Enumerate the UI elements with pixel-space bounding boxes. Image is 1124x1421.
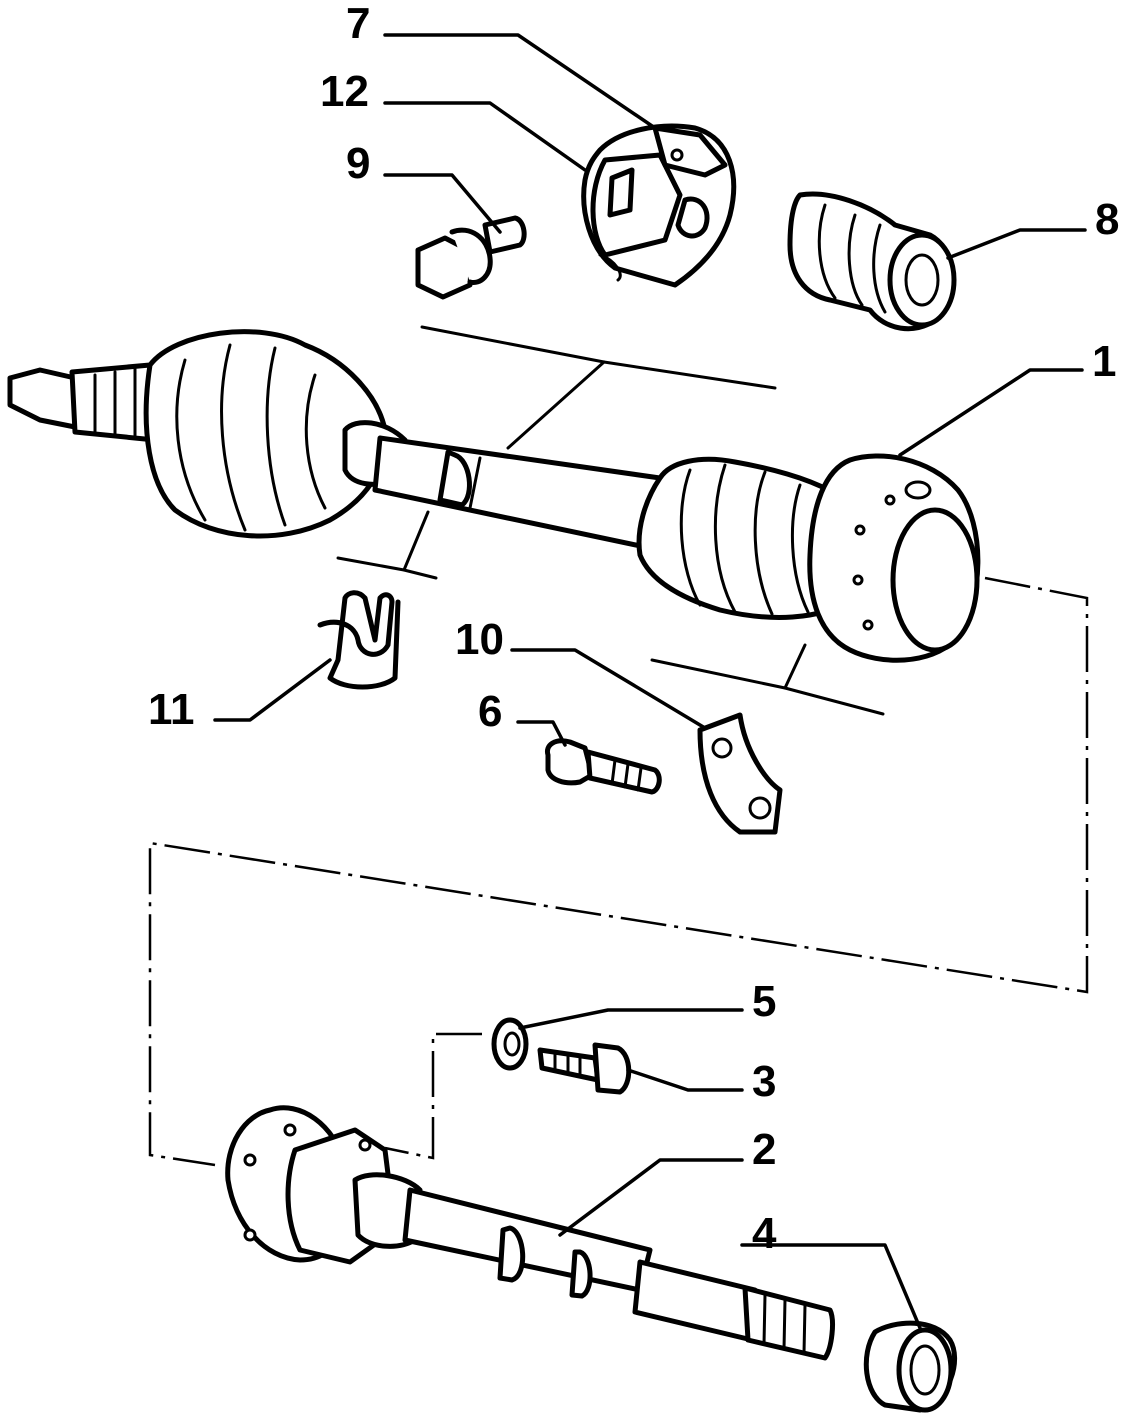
leader-5 [518,1008,744,1030]
part-7-12-joint-cage [581,123,737,288]
leader-2 [558,1158,744,1237]
callout-9: 9 [346,139,371,188]
leader-1 [898,368,1084,457]
leader-8 [946,228,1087,260]
section-break-marks [336,325,885,716]
callout-11: 11 [148,685,195,734]
assembly-guide-lines [148,576,1089,1167]
part-10-plate [697,712,783,835]
callout-12: 12 [320,67,369,116]
callout-6: 6 [478,687,503,736]
leader-lines [213,33,1087,1330]
leader-12 [383,101,587,172]
part-6-bolt [544,738,662,795]
leader-7 [383,33,657,130]
callout-5: 5 [752,977,777,1026]
leader-10 [510,648,707,730]
leader-9 [383,173,502,234]
part-5-washer [491,1017,529,1071]
leader-4 [740,1243,922,1330]
part-2-intermediate-shaft [225,1105,835,1361]
callout-8: 8 [1095,195,1120,244]
callout-3: 3 [752,1057,777,1106]
leader-3 [626,1068,744,1092]
callout-10: 10 [455,615,504,664]
callout-1: 1 [1092,337,1117,386]
callout-7: 7 [346,0,371,48]
part-11-clip [317,590,401,690]
part-8-bearing-sleeve [787,191,957,332]
callout-2: 2 [752,1125,777,1174]
part-1-driveshaft-assembly [7,329,981,663]
part-4-seal [863,1320,957,1413]
callout-4: 4 [752,1209,777,1258]
part-3-bolt [537,1042,632,1095]
leader-6 [516,720,567,747]
leader-11 [213,658,332,722]
part-9-bolt [415,215,527,300]
